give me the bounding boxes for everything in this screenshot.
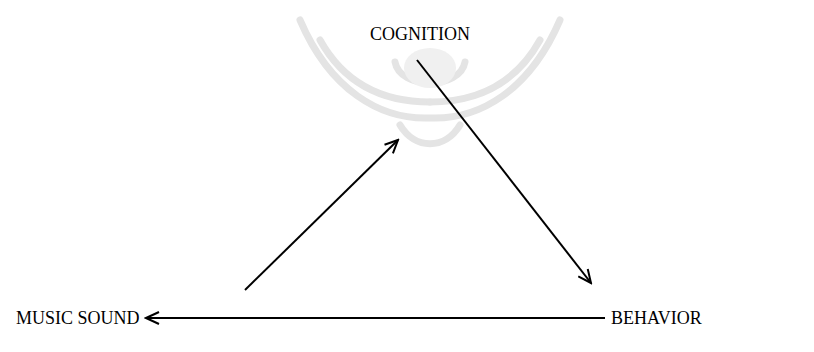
text-node: COGNITION bbox=[364, 19, 476, 49]
watermark-wing bbox=[300, 20, 560, 118]
node-label: COGNITION bbox=[370, 23, 470, 45]
watermark-tail bbox=[400, 125, 460, 144]
node-label: BEHAVIOR bbox=[611, 307, 702, 329]
text-node: BEHAVIOR bbox=[605, 303, 708, 333]
node-label: MUSIC SOUND bbox=[16, 307, 140, 329]
text-node: MUSIC SOUND bbox=[10, 303, 146, 333]
arrow-connector bbox=[417, 60, 591, 283]
arrow-connector bbox=[146, 317, 605, 319]
watermark-head bbox=[404, 48, 456, 88]
arrow-connector bbox=[245, 140, 398, 290]
